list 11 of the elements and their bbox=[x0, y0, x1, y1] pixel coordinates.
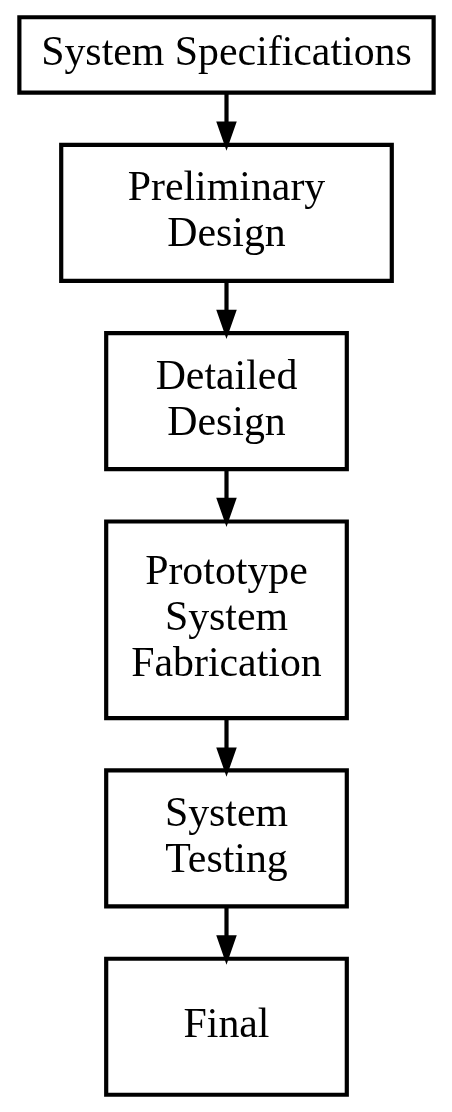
arrow bbox=[215, 281, 237, 340]
arrow bbox=[215, 92, 237, 151]
node-box: Detailed Design bbox=[103, 331, 349, 472]
arrow bbox=[215, 469, 237, 528]
node-box: Final bbox=[103, 956, 349, 1097]
arrow bbox=[215, 718, 237, 777]
node-box: Prototype System Fabrication bbox=[103, 519, 349, 721]
arrow bbox=[215, 907, 237, 965]
node-box: System Specifications bbox=[16, 15, 436, 95]
node-box: Preliminary Design bbox=[58, 142, 394, 283]
node-box: System Testing bbox=[103, 768, 349, 909]
